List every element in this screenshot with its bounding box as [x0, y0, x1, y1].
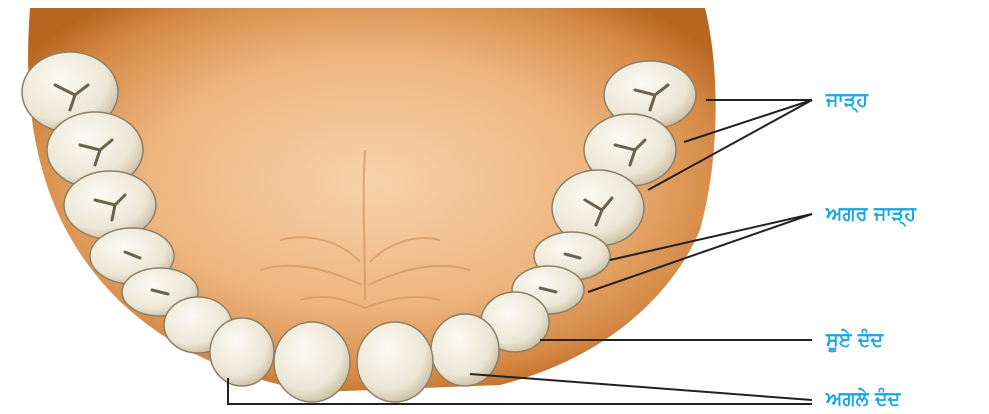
label-incisors: ਅਗਲੇ ਦੰਦ	[826, 388, 900, 410]
label-premolars: ਅਗਰ ਜਾੜ੍ਹ	[826, 203, 916, 225]
label-molars: ਜਾੜ੍ਹ	[826, 89, 868, 111]
label-canine: ਸੂਏ ਦੰਦ	[826, 329, 883, 351]
